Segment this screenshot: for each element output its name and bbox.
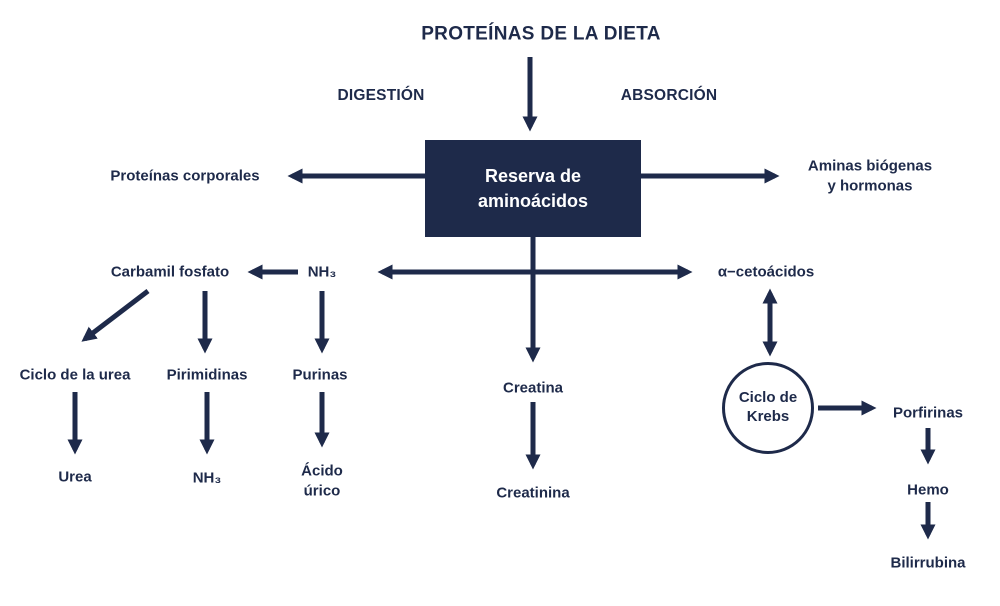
node-alfa-cetoacidos: α−cetoácidos	[717, 263, 815, 281]
node-krebs-line1: Ciclo de	[738, 389, 798, 407]
node-pirimidinas: Pirimidinas	[166, 366, 248, 384]
node-urea: Urea	[58, 468, 92, 486]
node-aminas-line1: Aminas biógenas	[807, 157, 933, 175]
node-reserva-aminoacidos: Reserva de aminoácidos	[425, 140, 641, 237]
node-aminas-line2: y hormonas	[827, 177, 913, 194]
node-proteinas-de-la-dieta: PROTEÍNAS DE LA DIETA	[421, 23, 661, 45]
node-nh3-superior: NH₃	[307, 263, 337, 281]
node-reserva-line2: aminoácidos	[477, 190, 589, 211]
node-proteinas-corporales: Proteínas corporales	[110, 167, 260, 185]
node-aminas-biogenas: Aminas biógenas y hormonas	[808, 157, 932, 196]
node-ciclo-de-krebs: Ciclo de Krebs	[722, 362, 814, 454]
node-porfirinas: Porfirinas	[892, 404, 964, 422]
node-bilirrubina: Bilirrubina	[890, 554, 966, 572]
node-acido-urico-line2: úrico	[303, 482, 341, 499]
node-purinas: Purinas	[292, 366, 348, 384]
node-reserva-line1: Reserva de	[484, 166, 582, 187]
node-nh3-inferior: NH₃	[192, 469, 222, 487]
node-krebs-line2: Krebs	[746, 408, 790, 425]
node-hemo: Hemo	[907, 481, 949, 499]
node-creatinina: Creatinina	[496, 484, 570, 502]
node-carbamil-fosfato: Carbamil fosfato	[110, 263, 230, 281]
node-creatina: Creatina	[502, 379, 564, 397]
node-absorcion: ABSORCIÓN	[620, 86, 718, 104]
node-digestion: DIGESTIÓN	[337, 86, 425, 104]
node-ciclo-de-la-urea: Ciclo de la urea	[19, 366, 131, 384]
node-acido-urico-line1: Ácido	[301, 462, 343, 480]
arrow-carbamil-ciclourea	[81, 289, 150, 342]
node-acido-urico: Ácido úrico	[301, 462, 343, 501]
